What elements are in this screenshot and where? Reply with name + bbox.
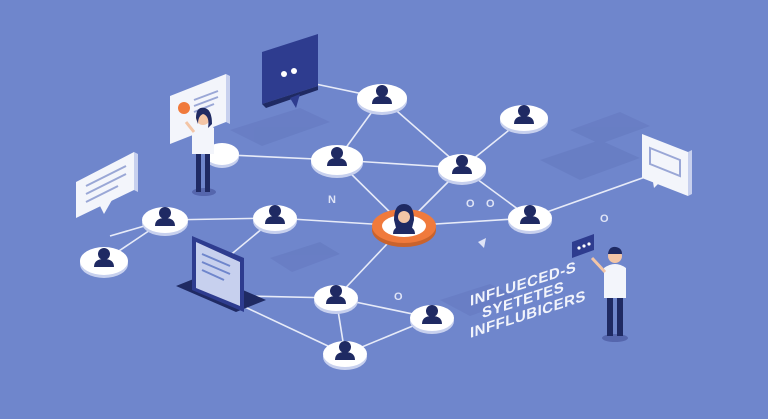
caption: INFLUECED-S SYETETES INFFLUBICERS [470, 259, 586, 342]
monitor-icon [196, 242, 240, 306]
node [357, 84, 407, 115]
person-woman [184, 107, 216, 196]
chat-bubble-top [262, 34, 318, 108]
node [500, 105, 548, 134]
node [253, 205, 297, 234]
chat-bubble-right [642, 134, 692, 196]
monitor [176, 236, 266, 312]
node [311, 145, 363, 178]
node [438, 154, 486, 185]
glyph: O [486, 198, 495, 210]
chat-bubble-icon [572, 234, 594, 258]
node [142, 207, 188, 236]
glyph: N [328, 194, 336, 206]
floating-triangle [478, 238, 486, 248]
glyph: O [600, 213, 609, 225]
chat-bubble-left [76, 152, 138, 218]
background-shapes [230, 108, 650, 316]
influencer-node [372, 204, 436, 247]
glyph: O [394, 291, 403, 303]
node [508, 205, 552, 234]
node [410, 305, 454, 334]
network-nodes [80, 84, 552, 370]
person-man [572, 234, 628, 342]
node [314, 285, 358, 314]
glyph: O [466, 198, 475, 210]
profile-card-icon [178, 102, 190, 114]
chat-bubble-icon [281, 71, 287, 77]
floating-glyphs: N O O O O [328, 194, 609, 303]
node [80, 247, 128, 278]
influencer-avatar-icon [393, 204, 415, 234]
node [323, 341, 367, 370]
